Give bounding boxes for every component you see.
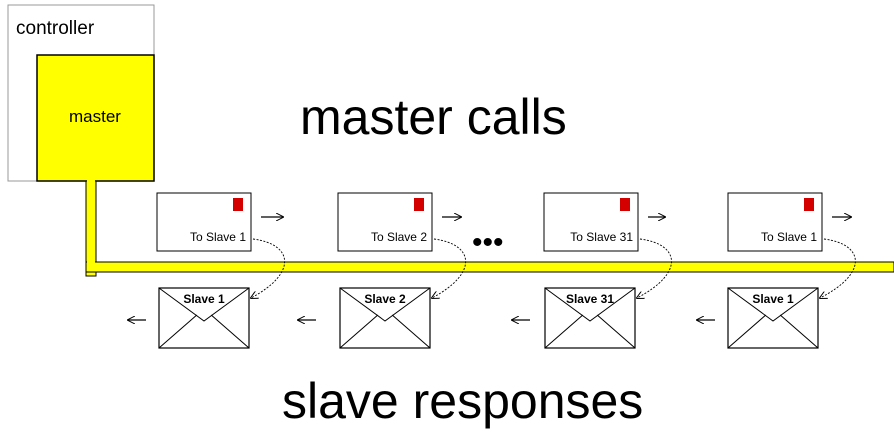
ellipsis: ••• (472, 226, 504, 259)
call-message-3: To Slave 31 (543, 192, 672, 298)
call-label: To Slave 31 (570, 230, 633, 244)
bus (85, 180, 894, 277)
heading-master-calls: master calls (300, 89, 567, 145)
call-message-1: To Slave 1 (156, 192, 286, 298)
response-message-2: Slave 2 (298, 287, 431, 349)
stamp-icon (620, 198, 630, 211)
stamp-icon (804, 198, 814, 211)
call-message-4: To Slave 1 (727, 192, 856, 298)
heading-slave-responses: slave responses (282, 373, 643, 429)
call-label: To Slave 1 (761, 230, 817, 244)
call-label: To Slave 2 (371, 230, 427, 244)
turnaround-arrow-icon (637, 238, 672, 298)
responses-layer: Slave 1 Slave 2 Slave 31 Slave 1 (128, 287, 819, 349)
envelope-icon (727, 287, 819, 349)
response-message-4: Slave 1 (697, 287, 819, 349)
response-label: Slave 1 (183, 292, 225, 306)
call-label: To Slave 1 (190, 230, 246, 244)
controller-label: controller (16, 18, 95, 39)
envelope-icon (339, 287, 431, 349)
response-message-1: Slave 1 (128, 287, 250, 349)
envelope-icon (544, 287, 636, 349)
envelope-icon (158, 287, 250, 349)
response-message-3: Slave 31 (512, 287, 636, 349)
turnaround-arrow-icon (820, 238, 856, 298)
master-label: master (69, 107, 121, 126)
stamp-icon (414, 198, 424, 211)
turnaround-arrow-icon (251, 238, 286, 298)
master-box: master (36, 54, 155, 182)
turnaround-arrow-icon (432, 238, 467, 298)
response-label: Slave 31 (566, 292, 614, 306)
stamp-icon (233, 198, 243, 211)
call-message-2: To Slave 2 (337, 192, 467, 298)
call-card (543, 192, 639, 252)
response-label: Slave 2 (364, 292, 406, 306)
calls-layer: To Slave 1 To Slave 2 To Slave 31 To Slave … (156, 192, 856, 298)
response-label: Slave 1 (752, 292, 794, 306)
